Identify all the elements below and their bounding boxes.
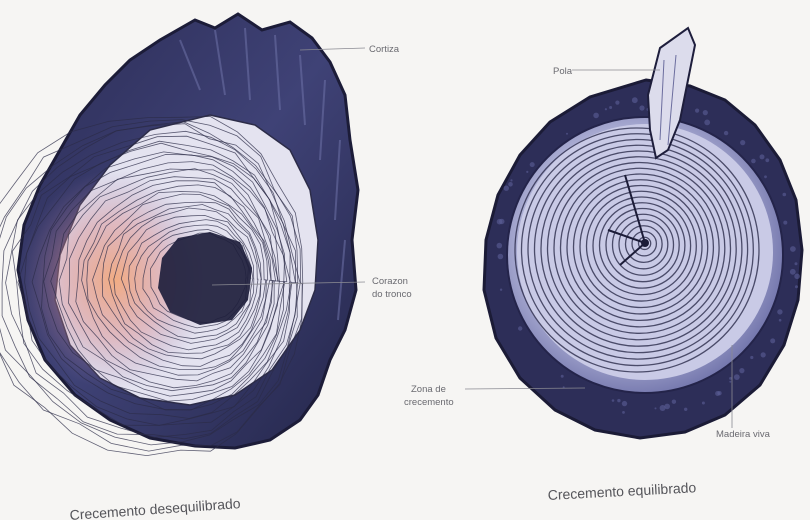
bark-speck [622, 411, 625, 414]
svg-text:do tronco: do tronco [372, 289, 412, 300]
bark-speck [498, 254, 504, 260]
bark-speck [518, 326, 522, 330]
bark-speck [566, 133, 568, 135]
bark-speck [500, 289, 502, 291]
bark-speck [510, 179, 512, 181]
bark-speck [761, 352, 766, 357]
bark-speck [632, 97, 638, 103]
svg-text:crecemento: crecemento [404, 397, 454, 408]
bark-speck [795, 262, 798, 265]
bark-speck [526, 171, 528, 173]
bark-speck [794, 274, 800, 280]
bark-speck [655, 407, 657, 409]
bark-speck [609, 106, 612, 109]
bark-speck [779, 319, 782, 322]
bark-speck [739, 368, 744, 373]
bark-speck [734, 374, 740, 380]
bark-speck [497, 243, 503, 249]
bark-speck [612, 399, 615, 402]
unbalanced-growth-section [0, 14, 358, 456]
bark-speck [703, 110, 708, 115]
bark-speck [724, 131, 728, 135]
bark-speck [561, 375, 564, 378]
bark-speck [790, 246, 796, 252]
bark-speck [504, 186, 509, 191]
svg-text:Zona de: Zona de [411, 384, 446, 395]
bark-speck [770, 338, 775, 343]
bark-speck [622, 401, 627, 406]
svg-text:Cortiza: Cortiza [369, 44, 400, 55]
bark-speck [783, 221, 787, 225]
bark-speck [695, 109, 699, 113]
bark-speck [764, 175, 767, 178]
bark-speck [702, 402, 705, 405]
label-pola: Pola [553, 66, 660, 77]
heartwood-core [158, 232, 252, 325]
bark-speck [750, 356, 753, 359]
bark-speck [790, 269, 796, 275]
bark-speck [605, 108, 607, 110]
bark-speck [765, 158, 769, 162]
bark-speck [499, 219, 504, 224]
bark-speck [660, 405, 666, 411]
svg-text:Madeira viva: Madeira viva [716, 429, 771, 440]
bark-speck [795, 285, 798, 288]
bark-speck [530, 162, 535, 167]
bark-speck [615, 101, 619, 105]
bark-speck [717, 391, 721, 395]
caption-unbalanced: Crecemento desequilibrado [69, 495, 241, 520]
bark-speck [740, 140, 745, 145]
bark-speck [783, 193, 787, 197]
bark-speck [777, 309, 782, 314]
bark-speck [617, 399, 620, 402]
bark-speck [704, 120, 710, 126]
bark-speck [760, 154, 765, 159]
bark-speck [684, 408, 687, 411]
svg-text:Pola: Pola [553, 66, 573, 77]
bark-speck [639, 105, 644, 110]
caption-balanced: Crecemento equilibrado [547, 479, 696, 503]
balanced-growth-section [484, 28, 802, 438]
bark-speck [672, 400, 676, 404]
bark-speck [729, 377, 732, 380]
svg-text:Corazon: Corazon [372, 276, 408, 287]
bark-speck [593, 113, 599, 119]
bark-speck [508, 182, 513, 187]
bark-speck [729, 381, 731, 383]
bark-speck [751, 159, 756, 164]
